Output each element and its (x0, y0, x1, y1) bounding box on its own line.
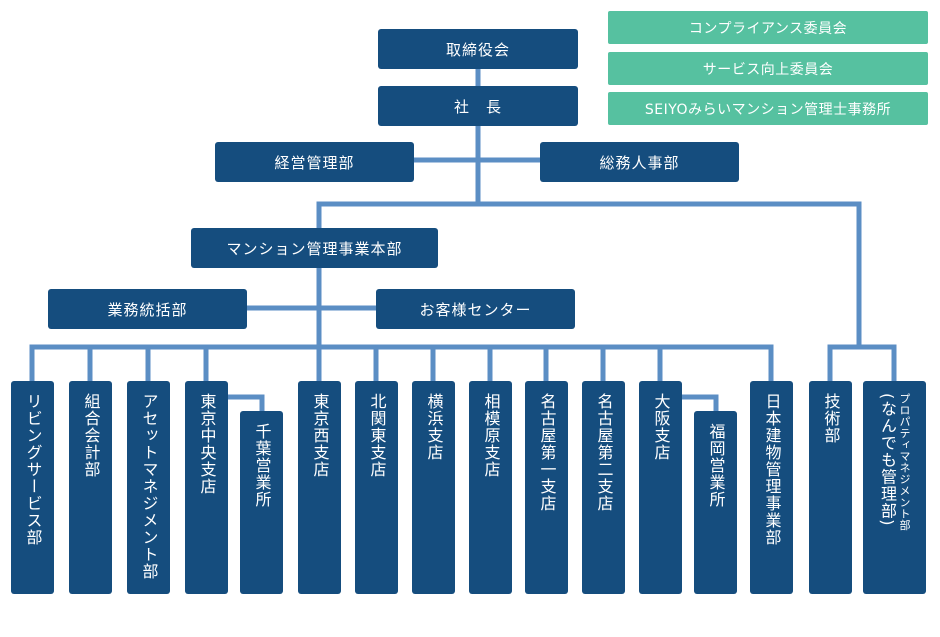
mansion-management-hq: マンション管理事業本部 (191, 228, 438, 268)
branch-kita-kanto: 北関東支店 (355, 381, 398, 594)
office-chiba: 千葉営業所 (240, 411, 283, 594)
operations-dept: 業務統括部 (48, 289, 247, 329)
dept-label: 東京中央支店 (197, 393, 217, 495)
dept-asset-management: アセットマネジメント部 (127, 381, 170, 594)
management-dept: 経営管理部 (215, 142, 414, 182)
customer-center: お客様センター (376, 289, 575, 329)
dept-label: アセットマネジメント部 (139, 393, 159, 580)
dept-label: 名古屋第一支店 (537, 393, 557, 512)
committee-service-improvement: サービス向上委員会 (608, 52, 928, 85)
dept-label: 千葉営業所 (252, 423, 272, 508)
dept-label: 北関東支店 (367, 393, 387, 478)
dept-technical: 技術部 (809, 381, 852, 594)
dept-label: リビングサービス部 (23, 393, 43, 546)
branch-tokyo-west: 東京西支店 (298, 381, 341, 594)
dept-label: 技術部 (821, 393, 841, 444)
dept-nandemo-property-management: (なんでも管理部) プロパティマネジメント部 (863, 381, 926, 594)
dept-label: 組合会計部 (81, 393, 101, 478)
dept-label: 名古屋第二支店 (594, 393, 614, 512)
branch-osaka: 大阪支店 (639, 381, 682, 594)
dept-label: 大阪支店 (651, 393, 671, 461)
dept-living-service: リビングサービス部 (11, 381, 54, 594)
branch-sagamihara: 相模原支店 (469, 381, 512, 594)
committee-seiyo-office: SEIYOみらいマンション管理士事務所 (608, 92, 928, 125)
dept-label: 横浜支店 (424, 393, 444, 461)
committee-compliance: コンプライアンス委員会 (608, 11, 928, 44)
dept-label: (なんでも管理部) (878, 393, 897, 527)
branch-yokohama: 横浜支店 (412, 381, 455, 594)
office-fukuoka: 福岡営業所 (694, 411, 737, 594)
president: 社 長 (378, 86, 578, 126)
board-of-directors: 取締役会 (378, 29, 578, 69)
dept-label: 東京西支店 (310, 393, 330, 478)
dept-nihon-building-management: 日本建物管理事業部 (750, 381, 793, 594)
dept-association-accounting: 組合会計部 (69, 381, 112, 594)
dept-label: 相模原支店 (481, 393, 501, 478)
branch-tokyo-central: 東京中央支店 (185, 381, 228, 594)
branch-nagoya-1: 名古屋第一支店 (525, 381, 568, 594)
branch-nagoya-2: 名古屋第二支店 (582, 381, 625, 594)
dept-label: 日本建物管理事業部 (762, 393, 782, 546)
general-affairs-dept: 総務人事部 (540, 142, 739, 182)
dept-sublabel: プロパティマネジメント部 (898, 393, 911, 531)
dept-label: 福岡営業所 (706, 423, 726, 508)
